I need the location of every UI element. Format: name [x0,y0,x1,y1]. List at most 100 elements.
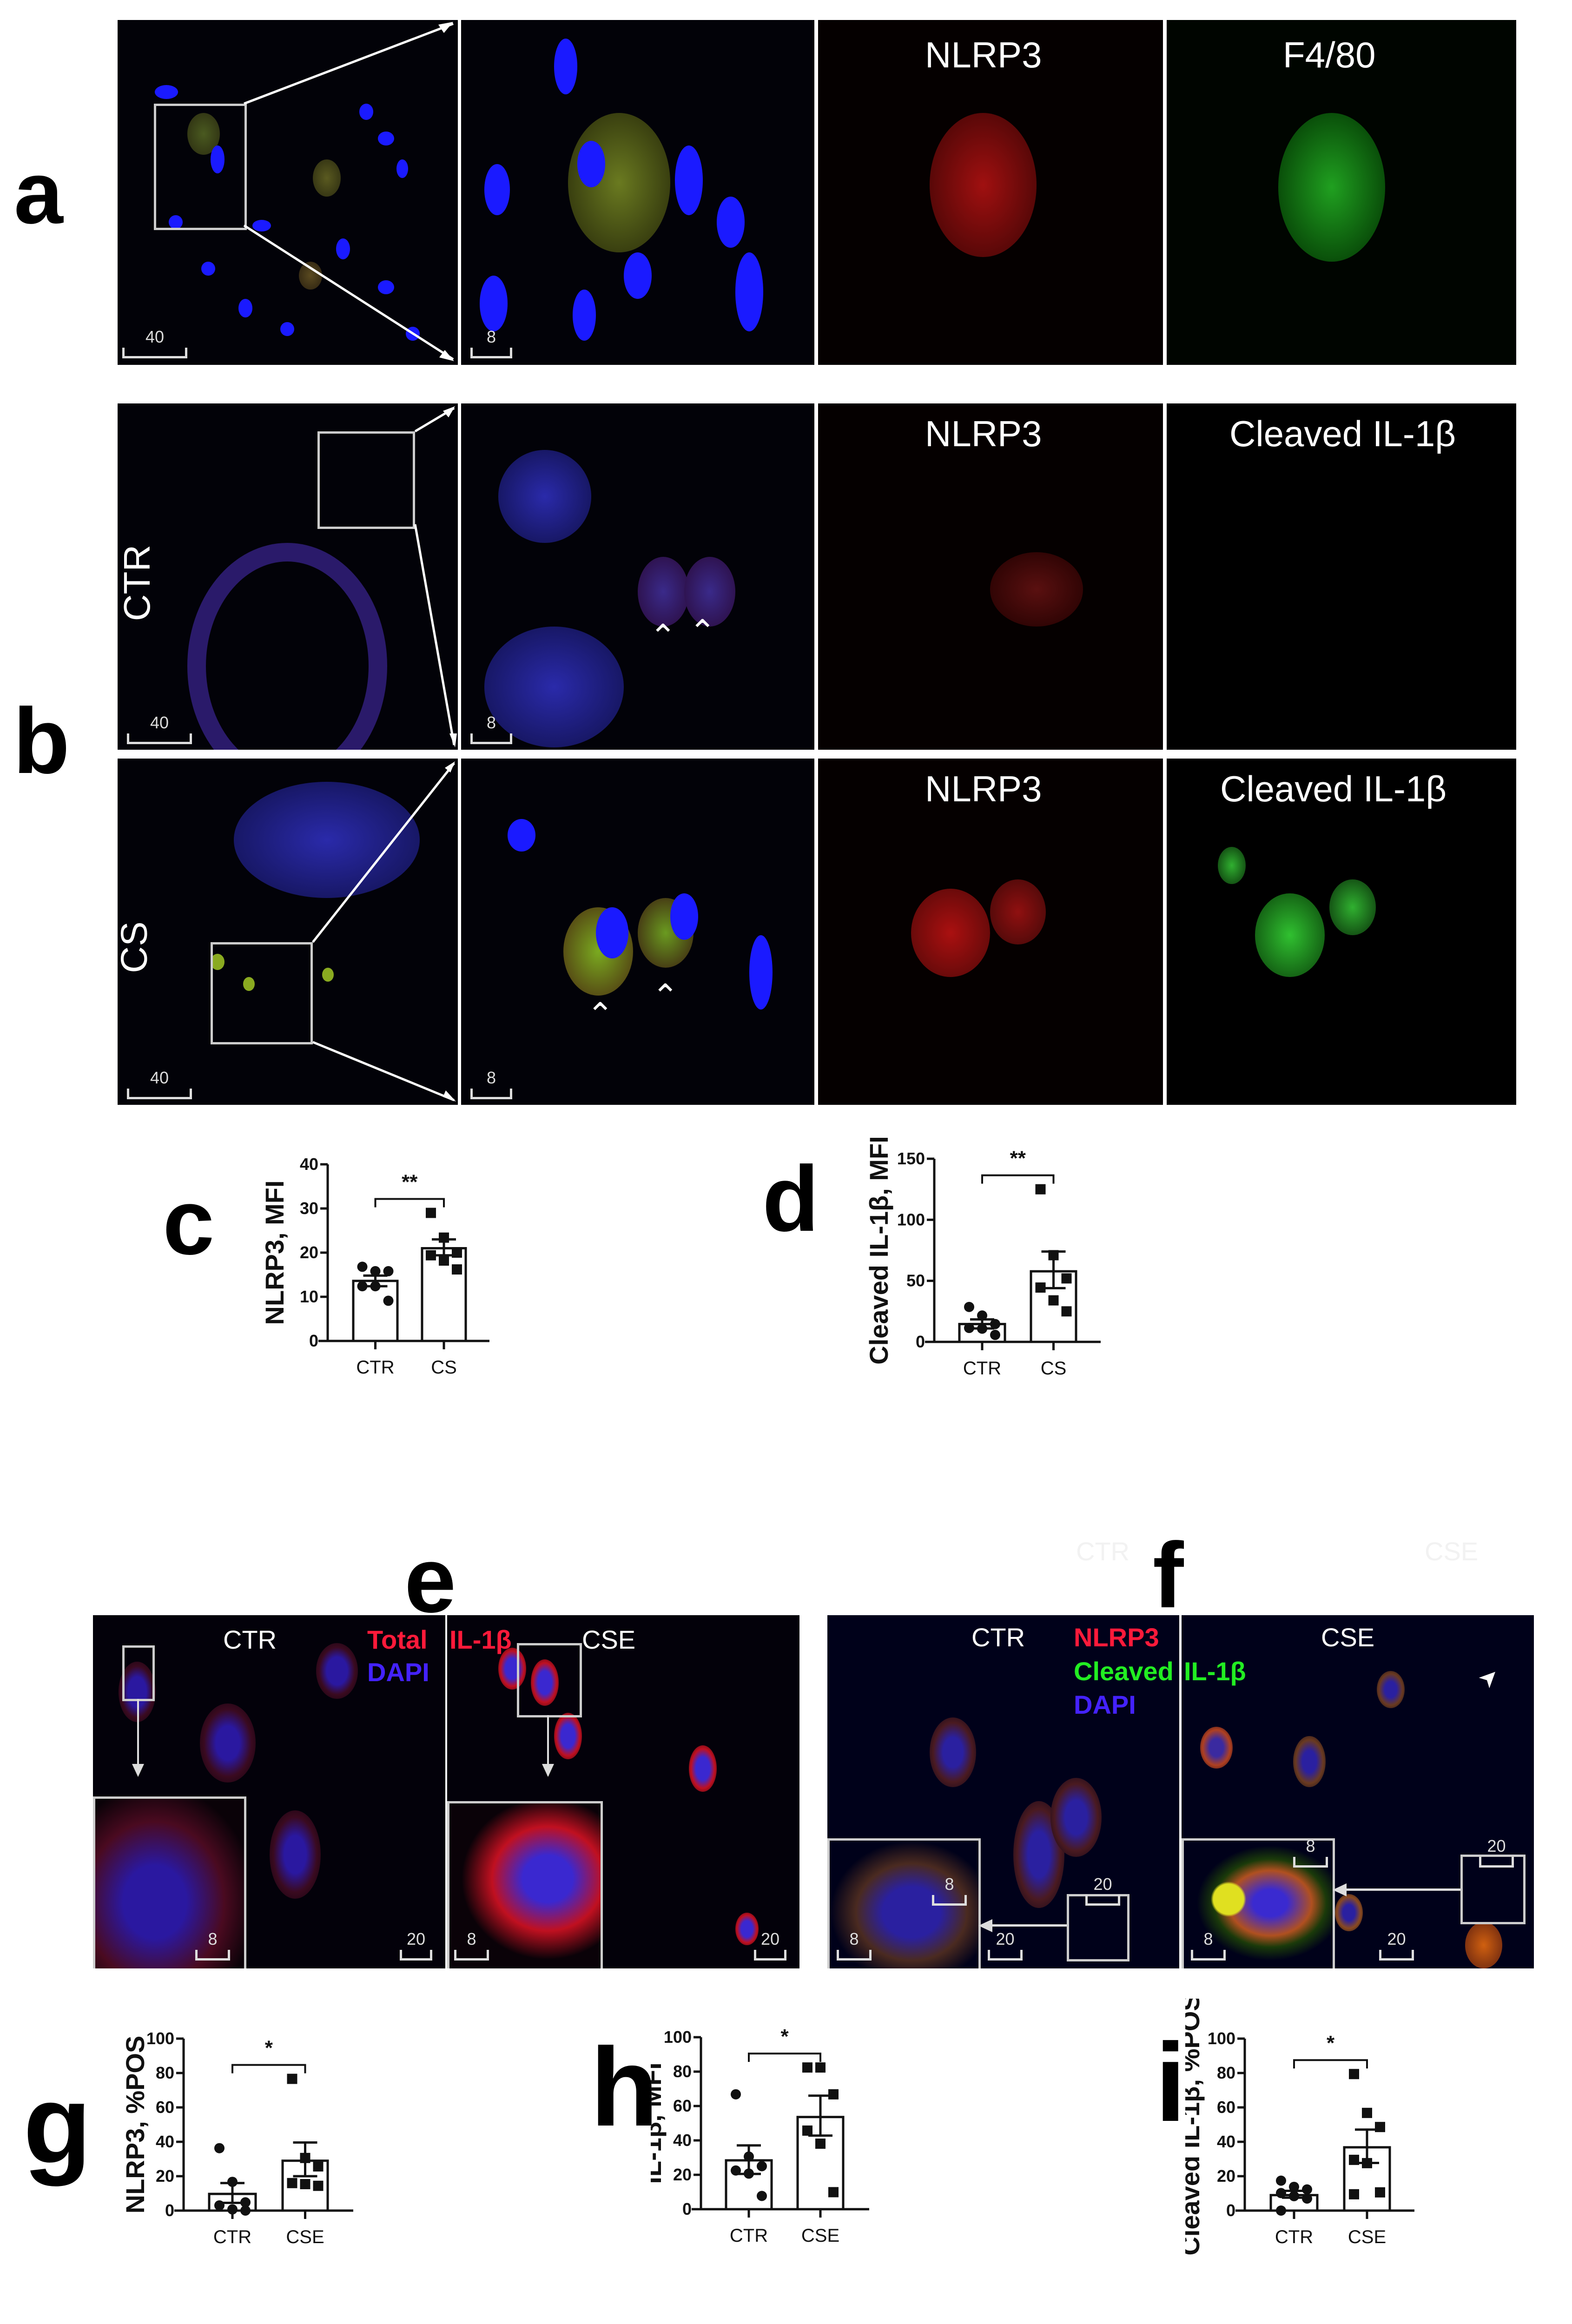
scale-bar: 8 [454,1929,489,1961]
data-point [426,1208,436,1218]
zoom-region-box [317,431,415,529]
data-point [214,2143,225,2153]
zoom-region-box [517,1643,582,1717]
data-point [1035,1282,1046,1293]
legend-il1b: IL-1β [1184,1657,1246,1686]
y-tick-label: 0 [1226,2201,1235,2220]
data-point [1349,2189,1359,2199]
y-tick-label: 50 [906,1271,925,1290]
scale-bar: 20 [754,1929,786,1961]
legend-cleaved: Cleaved [1074,1657,1174,1686]
ctr-inset-image [93,1796,246,1968]
data-point [1349,2069,1359,2080]
data-point [1276,2205,1286,2216]
arrowhead-icon: ⌃ [587,997,614,1033]
panel-letter-h: h [590,2025,659,2149]
faint-label: CSE [1425,1537,1479,1566]
x-tick-label: CTR [730,2225,768,2246]
data-point [990,1330,1000,1340]
condition-label: CTR [971,1623,1025,1652]
scale-bar: 8 [470,327,512,358]
significance-bracket [231,2064,306,2073]
legend-dapi: DAPI [1074,1690,1136,1719]
y-tick-label: 20 [1217,2166,1235,2185]
down-arrow-icon [547,1715,549,1776]
y-tick-label: 80 [673,2062,692,2081]
panel-b-cs-merged-zoom-image: ⌃ ⌃ 8 [461,759,814,1105]
y-tick-label: 100 [1208,2029,1235,2048]
significance-marker: * [780,2025,789,2048]
data-point [439,1255,449,1266]
data-point [240,2205,251,2216]
data-point [1276,2175,1286,2186]
y-tick-label: 60 [673,2096,692,2115]
scale-bar: 8 [932,1875,967,1906]
panel-b-cs-cleaved-il1b-channel-image: Cleaved IL-1β [1167,759,1516,1105]
panel-f-cse-image: ➤ IL-1β CSE 8 20 8 20 [1182,1615,1534,1968]
x-tick-label: CTR [356,1357,394,1378]
significance-bracket [374,1198,445,1208]
data-point [313,2161,324,2172]
y-axis-label: NLRP3, %POS [120,2036,150,2214]
y-tick-label: 60 [156,2098,174,2117]
panel-letter-a: a [14,144,63,242]
y-tick-label: 0 [916,1332,925,1351]
y-tick-label: 20 [156,2166,174,2185]
x-tick-label: CS [1041,1358,1067,1379]
y-tick-label: 40 [156,2132,174,2151]
channel-label: Cleaved IL-1β [1220,768,1447,809]
x-tick-label: CTR [1275,2227,1313,2247]
cse-inset-image [1182,1838,1335,1968]
y-tick-label: 10 [300,1287,318,1306]
panel-letter-g: g [23,2062,92,2186]
arrowhead-icon: ⌃ [649,618,677,654]
scale-bar: 8 [837,1929,872,1961]
significance-marker: * [1327,2032,1335,2054]
scale-bar: 8 [470,1068,512,1099]
panel-a-merged-zoom-image: 8 [461,20,814,365]
zoom-region-box [154,104,247,230]
data-point [1289,2181,1299,2192]
scale-bar: 40 [127,1068,192,1099]
condition-label: CSE [582,1625,636,1654]
scale-bar: 40 [127,713,192,744]
scale-bar: 20 [1379,1929,1414,1961]
data-point [1302,2184,1312,2195]
scale-bar: 8 [1191,1929,1226,1961]
panel-b-cs-overview-image: CS 40 [118,759,458,1105]
scale-bar: 20 [1085,1875,1120,1906]
data-point [1061,1273,1072,1284]
data-point [357,1261,368,1272]
data-point [300,2179,310,2190]
arrowhead-icon: ⌃ [652,978,679,1014]
data-point [383,1266,394,1276]
legend-dapi: DAPI [367,1657,429,1687]
panel-b-cs-nlrp3-channel-image: NLRP3 [818,759,1163,1105]
y-tick-label: 0 [165,2201,174,2220]
y-tick-label: 0 [682,2199,692,2218]
data-point [977,1310,987,1321]
panel-letter-i: i [1155,2020,1186,2145]
scale-bar: 8 [470,713,512,744]
data-point [757,2191,767,2201]
y-tick-label: 100 [664,2027,692,2047]
data-point [227,2204,238,2215]
panel-letter-e: e [404,1528,456,1632]
data-point [802,2062,812,2073]
y-tick-label: 40 [300,1155,318,1174]
data-point [815,2062,826,2073]
data-point [828,2089,839,2100]
zoom-arrows [414,406,457,747]
channel-label: NLRP3 [925,768,1042,809]
data-point [802,2125,812,2136]
y-tick-label: 40 [673,2131,692,2150]
zoom-region-box [122,1645,155,1701]
x-tick-label: CTR [213,2227,251,2247]
scale-bar: 40 [122,327,187,358]
data-point [357,1281,368,1292]
significance-bracket [981,1174,1055,1184]
x-tick-label: CSE [801,2225,839,2246]
